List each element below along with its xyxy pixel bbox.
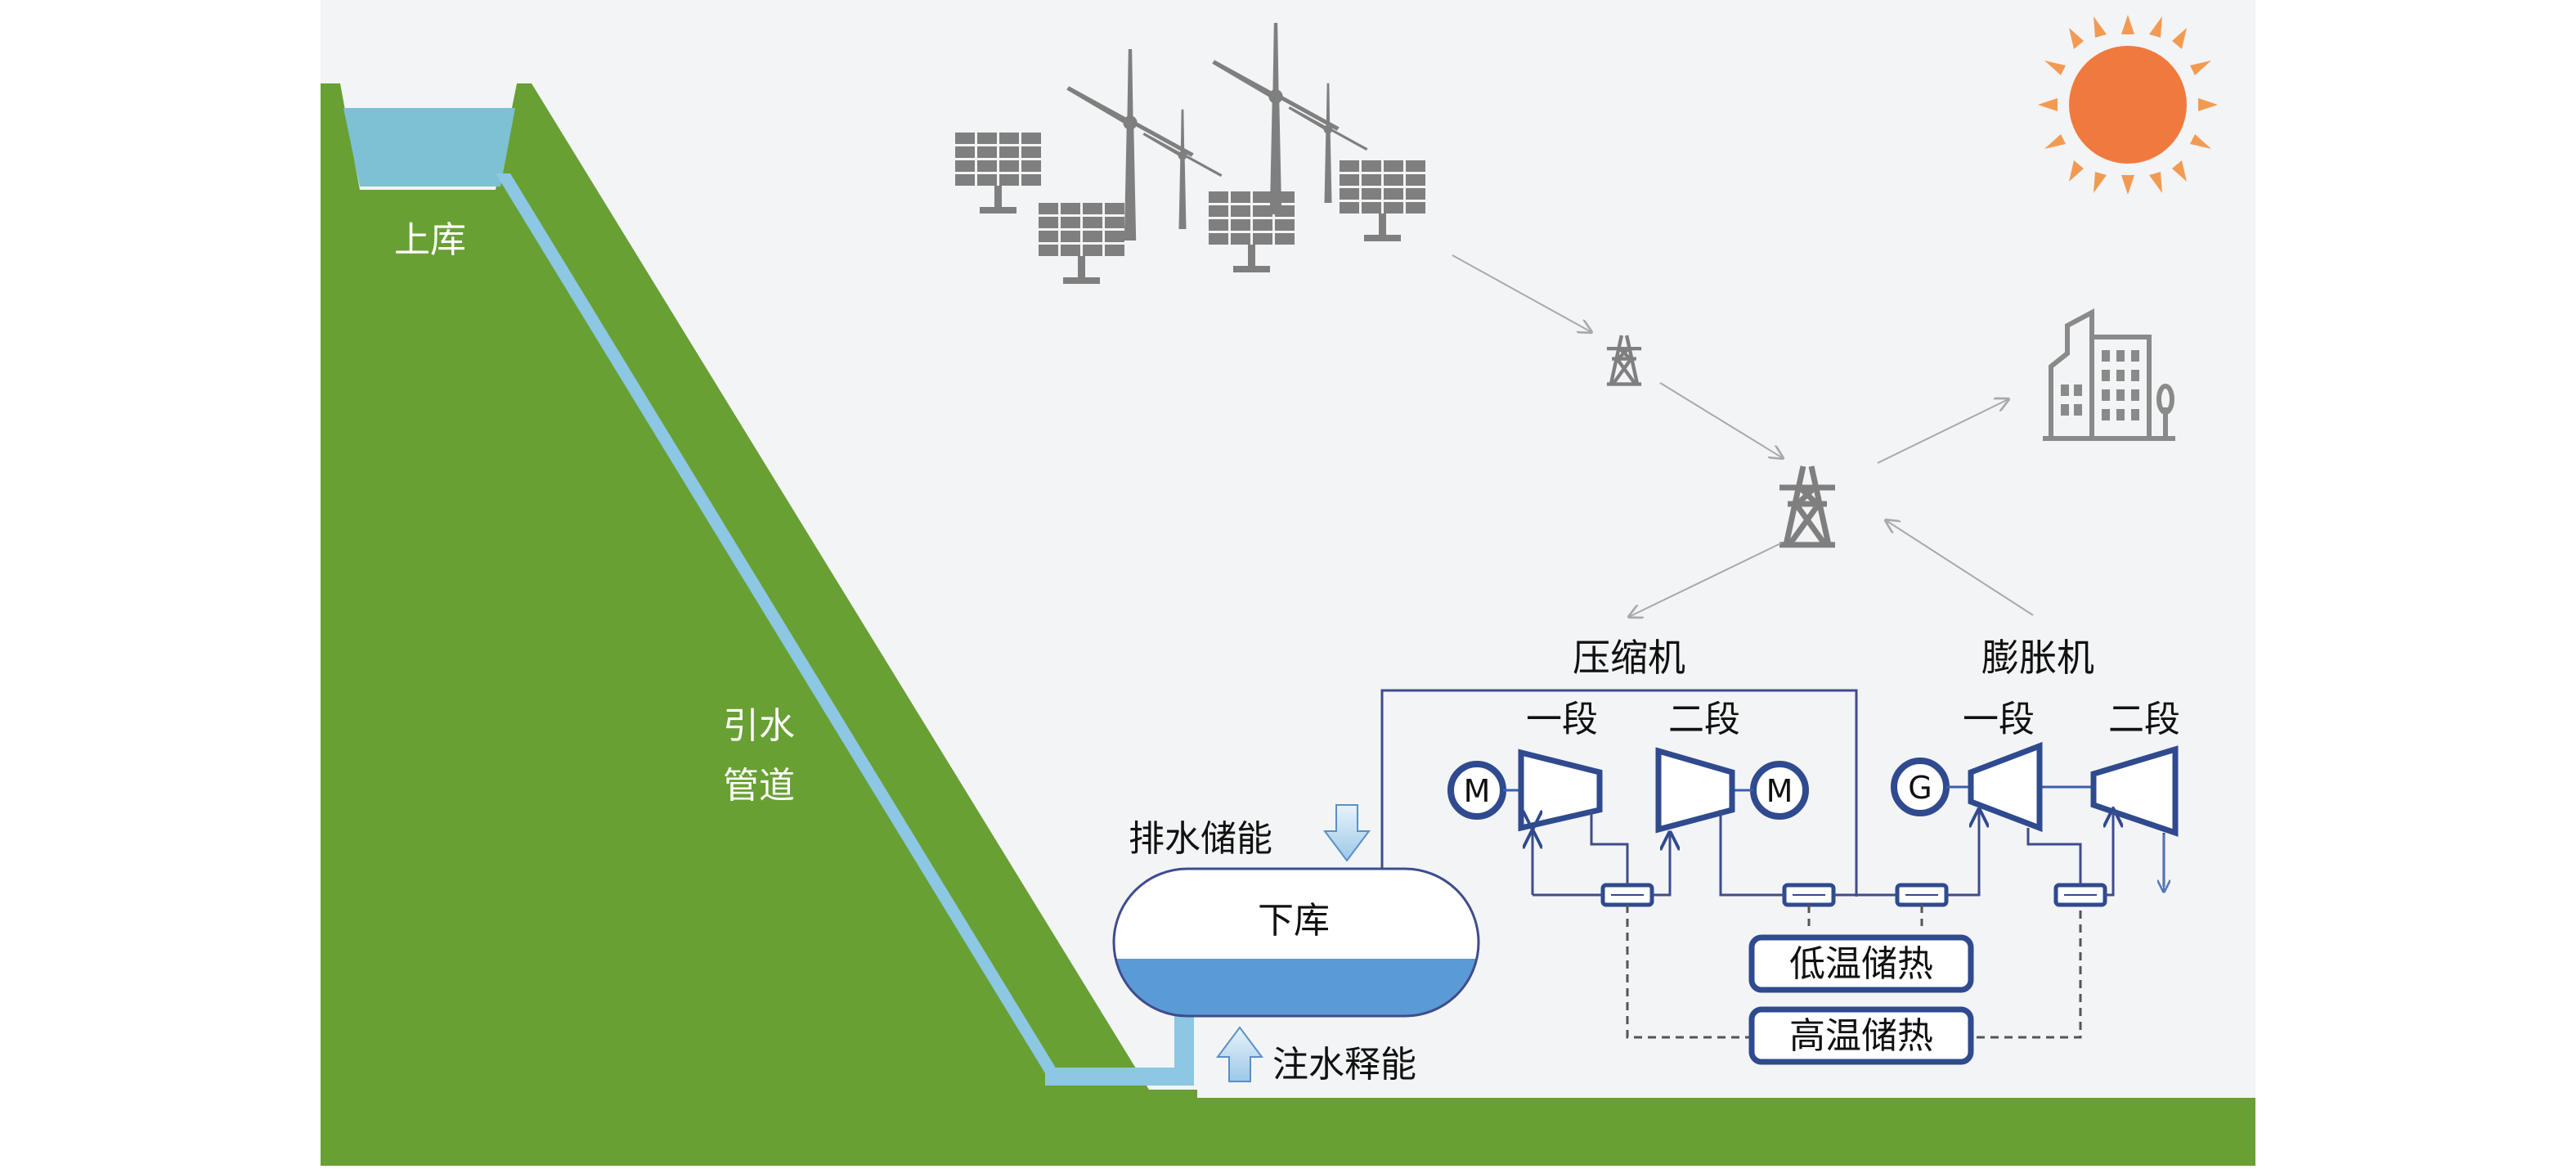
drain-storage-label: 排水储能 [1129,818,1272,860]
lower-reservoir-label: 下库 [1258,900,1330,942]
inject-release-label: 注水释能 [1272,1044,1416,1086]
motor-1-label: M [1464,773,1491,809]
motor-2-label: M [1766,773,1793,809]
upper-reservoir-label: 上库 [394,219,466,261]
power-flow-arrows [1452,254,2034,617]
compressor-stage2 [1655,747,1735,834]
low-temp-storage-box [1748,934,1974,993]
compressor-stage2-label: 二段 [1668,699,1740,740]
lower-reservoir-tank [1112,867,1480,1018]
penstock-label-line2: 管道 [723,765,795,807]
penstock-label-line1: 引水 [723,705,795,747]
compressor-stage1-label: 一段 [1526,699,1598,740]
drain-arrow-icon [1323,804,1371,862]
caes-system [1447,741,2179,1065]
expander-stage2-label: 二段 [2108,699,2180,740]
high-temp-storage-box [1748,1006,1974,1065]
inject-arrow-icon [1216,1026,1263,1082]
air-loop-line [1380,689,1858,897]
high-temp-storage-label: 高温储热 [1789,1015,1933,1057]
expander-stage1 [1968,741,2043,833]
compressor-stage1 [1518,749,1603,832]
penstock-pipe [496,173,1059,1073]
mountain-body [321,83,2255,1166]
expander-label: 膨胀机 [1981,636,2094,680]
sun-icon [2038,15,2218,195]
expander-stage1-label: 一段 [1963,699,2035,740]
city-buildings-icon [2043,308,2175,441]
generator-label: G [1908,770,1932,806]
upper-reservoir-water [343,108,515,187]
penstock-bottom [1045,1068,1194,1086]
low-temp-storage-label: 低温储热 [1789,943,1933,985]
compressor-label: 压缩机 [1573,636,1685,680]
